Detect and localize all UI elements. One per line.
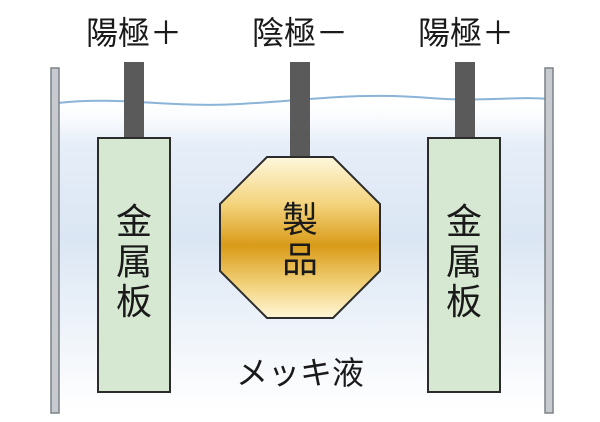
metal-plate-left: [97, 137, 171, 393]
product-octagon: [219, 156, 381, 319]
plate-left-char-3: 板: [116, 282, 152, 323]
metal-plate-right: [427, 137, 501, 393]
tank-wall-left: [50, 67, 60, 414]
plate-right-char-3: 板: [446, 282, 482, 323]
plate-left-char-2: 属: [116, 242, 152, 283]
cathode-label: 陰極－: [252, 14, 348, 52]
tank-wall-right: [544, 67, 554, 414]
anode-left-rod: [124, 62, 144, 140]
anode-right-label: 陽極＋: [418, 14, 514, 52]
plate-left-char-1: 金: [116, 202, 152, 243]
cathode-rod: [290, 62, 310, 160]
anode-right-rod: [455, 62, 475, 140]
product-char-2: 品: [282, 240, 318, 281]
anode-left-label: 陽極＋: [86, 14, 182, 52]
plate-right-char-2: 属: [446, 242, 482, 283]
product-char-1: 製: [282, 200, 318, 241]
plate-right-char-1: 金: [446, 202, 482, 243]
solution-label: メッキ液: [236, 354, 364, 392]
